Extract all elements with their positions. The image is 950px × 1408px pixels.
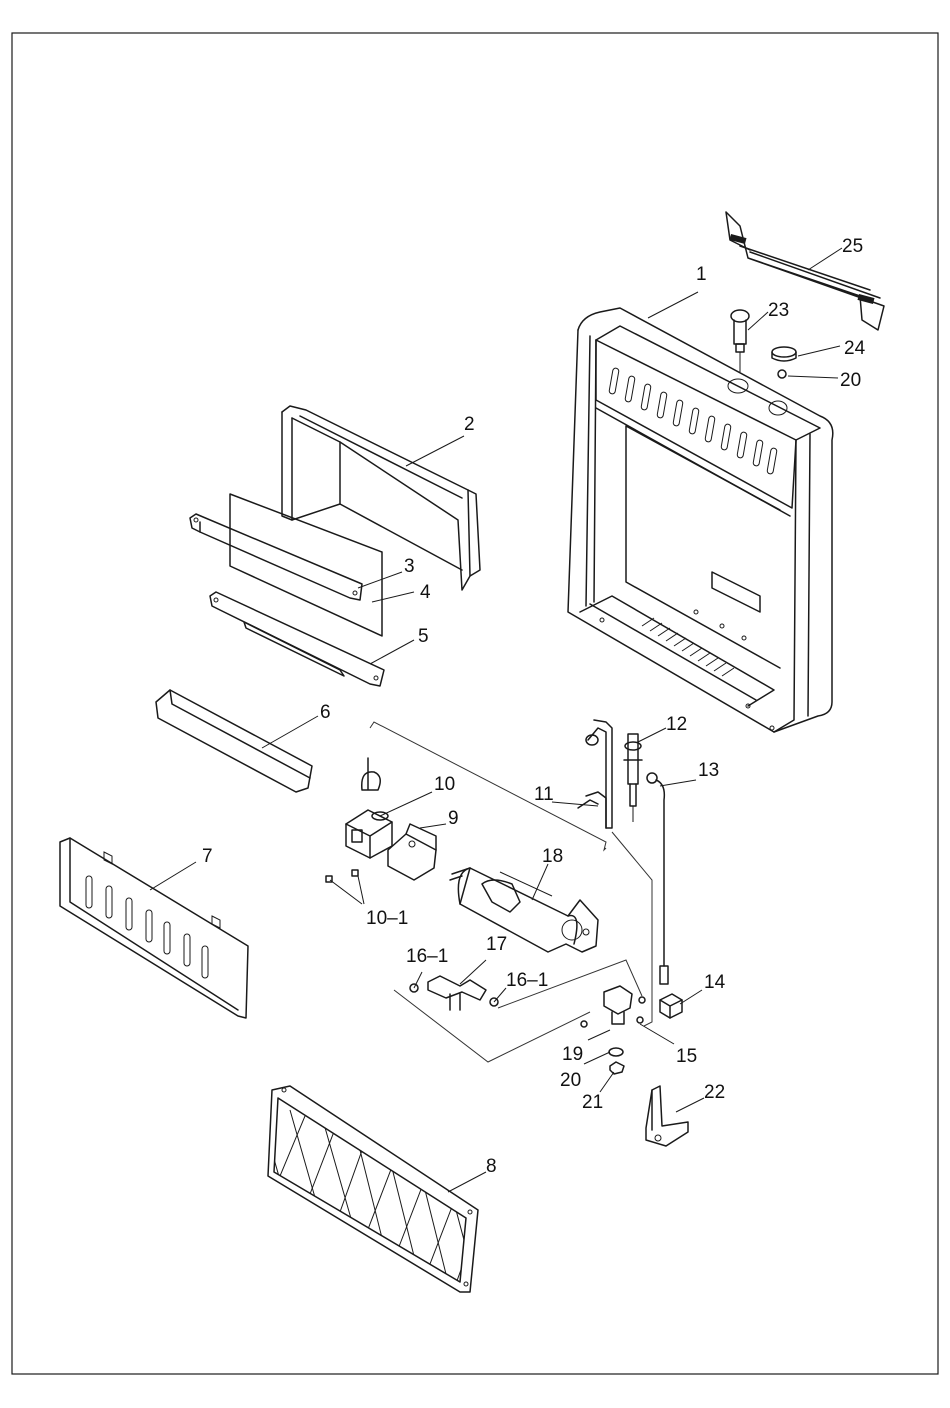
part-20-washer-bottom xyxy=(609,1048,623,1056)
part-1-cabinet xyxy=(568,308,833,732)
callout-16-1-right: 16–1 xyxy=(506,970,548,991)
callout-24: 24 xyxy=(844,338,866,359)
part-12-pilot xyxy=(624,734,642,822)
callout-4: 4 xyxy=(420,582,431,603)
callout-13: 13 xyxy=(698,760,719,781)
callout-11: 11 xyxy=(534,784,554,805)
callout-1: 1 xyxy=(696,264,707,285)
callout-20-bottom: 20 xyxy=(560,1070,581,1091)
part-18-burner xyxy=(450,868,598,952)
part-17-manifold xyxy=(428,976,486,1010)
part-23-knob xyxy=(731,310,749,372)
callout-8: 8 xyxy=(486,1156,497,1177)
gas-hoses xyxy=(370,722,652,1062)
callout-14: 14 xyxy=(704,972,726,993)
part-7-front-panel xyxy=(60,838,248,1018)
part-8-grille xyxy=(260,1080,490,1300)
callout-17: 17 xyxy=(486,934,507,955)
part-14-fitting xyxy=(660,994,682,1018)
part-25-top-bracket xyxy=(726,212,884,330)
callout-10: 10 xyxy=(434,774,455,795)
part-19-regulator xyxy=(581,986,645,1027)
part-5-lower-rail xyxy=(210,592,384,686)
callout-3: 3 xyxy=(404,556,415,577)
callout-22: 22 xyxy=(704,1082,725,1103)
callout-2: 2 xyxy=(464,414,475,435)
part-11-pilot-tube xyxy=(578,720,612,828)
callout-6: 6 xyxy=(320,702,331,723)
callout-20-top: 20 xyxy=(840,370,861,391)
callout-7: 7 xyxy=(202,846,213,867)
part-20-washer-top xyxy=(778,370,786,378)
callout-12: 12 xyxy=(666,714,687,735)
callout-18: 18 xyxy=(542,846,563,867)
page-border xyxy=(12,33,938,1374)
callout-16-1-left: 16–1 xyxy=(406,946,448,967)
callout-23: 23 xyxy=(768,300,789,321)
part-6-trim xyxy=(156,690,312,792)
callout-labels: 1 2 3 4 5 6 7 8 9 10 10–1 11 12 13 14 15… xyxy=(202,236,866,1177)
callout-9: 9 xyxy=(448,808,459,829)
part-21-nut xyxy=(610,1062,624,1074)
callout-21: 21 xyxy=(582,1092,603,1113)
part-24-cap xyxy=(772,347,796,361)
part-9-valve-bracket xyxy=(388,824,436,880)
callout-25: 25 xyxy=(842,236,863,257)
callout-15: 15 xyxy=(676,1046,697,1067)
callout-5: 5 xyxy=(418,626,429,647)
leader-lines xyxy=(150,248,842,1192)
callout-10-1: 10–1 xyxy=(366,908,408,929)
callout-19: 19 xyxy=(562,1044,583,1065)
part-10-gas-valve xyxy=(346,758,392,858)
part-22-bracket xyxy=(646,1086,688,1146)
